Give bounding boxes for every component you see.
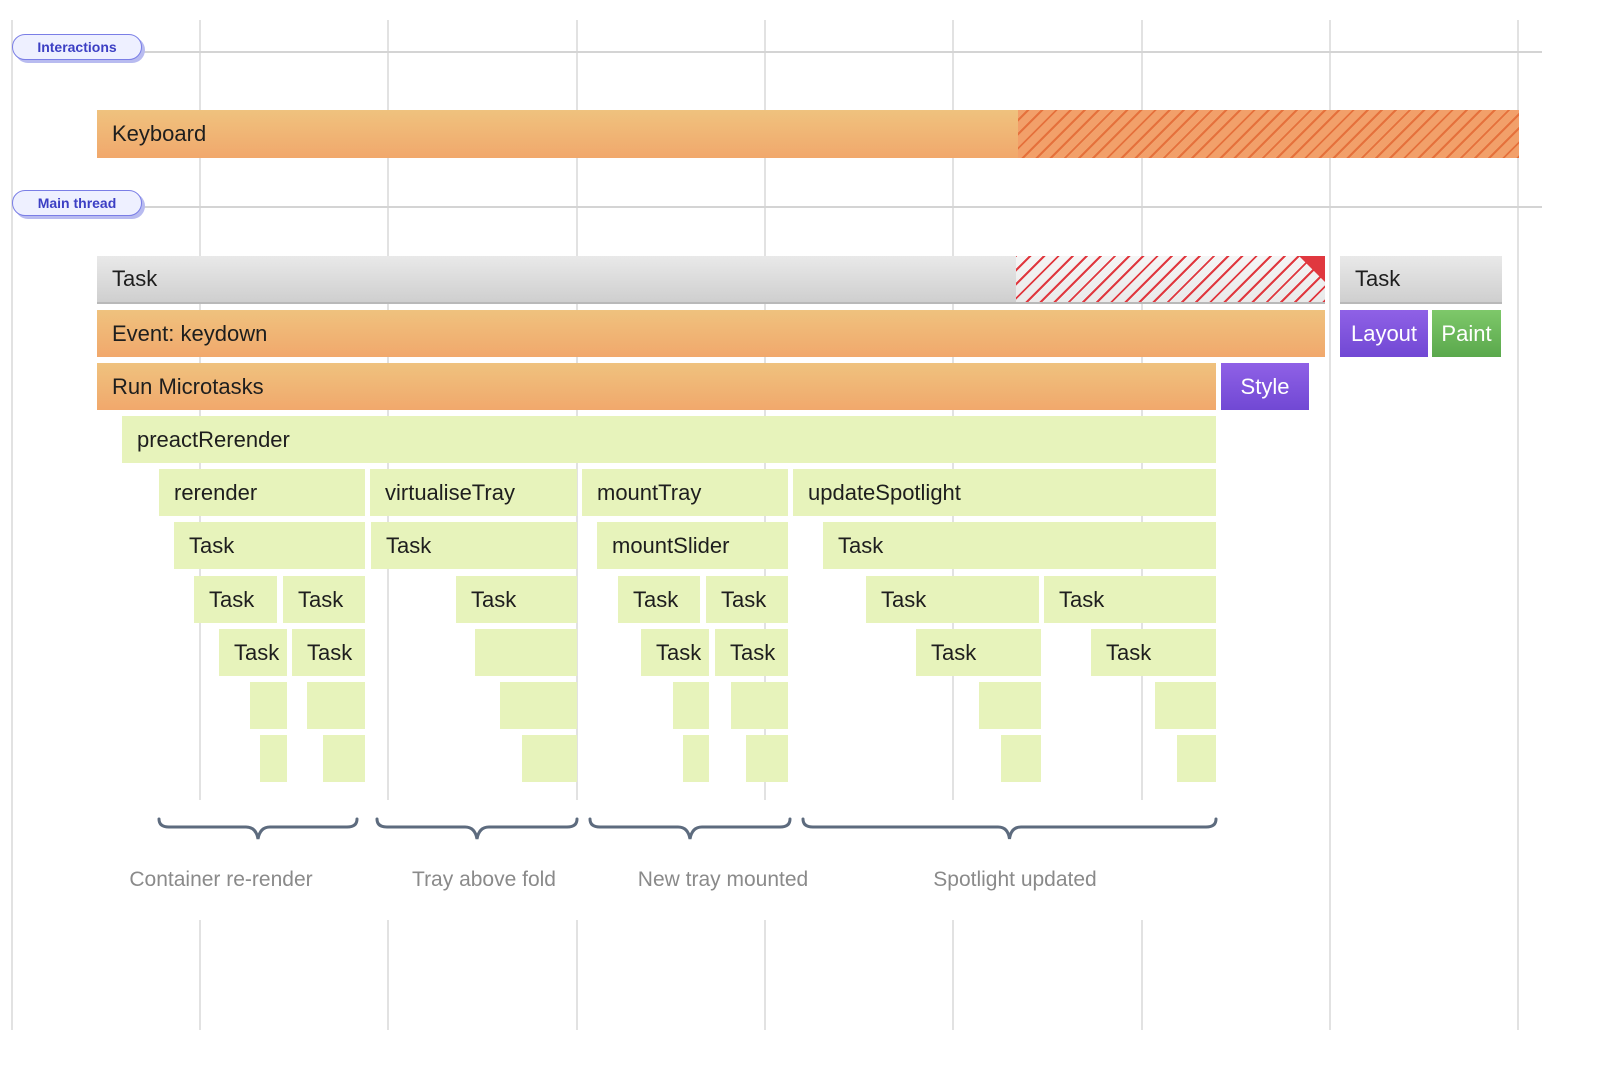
brace-tray-above-fold: [375, 817, 579, 840]
task-block[interactable]: Task: [292, 629, 365, 676]
task-label: Task: [656, 639, 702, 665]
event-keydown-block[interactable]: Event: keydown: [97, 310, 1325, 357]
flame-block[interactable]: [1155, 682, 1216, 729]
rerender-label: rerender: [174, 479, 258, 505]
caption-band: [90, 800, 1230, 920]
task-label: Task: [112, 266, 158, 291]
main-thread-track-text: Main thread: [37, 195, 117, 211]
task-block[interactable]: Task: [194, 576, 277, 623]
long-task-overrun: [1016, 256, 1325, 302]
task-block[interactable]: Task: [1044, 576, 1216, 623]
caption-container-rerender: Container re-render: [129, 868, 313, 891]
keyboard-interaction-delay: [1018, 110, 1519, 158]
task-label: Task: [234, 639, 280, 665]
mount-tray-label: mountTray: [597, 479, 702, 505]
caption-new-tray-mounted: New tray mounted: [637, 868, 809, 891]
virtualise-tray-block[interactable]: virtualiseTray: [370, 469, 577, 516]
layout-label: Layout: [1350, 320, 1418, 346]
flame-block[interactable]: [673, 682, 709, 729]
task-block[interactable]: Task: [715, 629, 788, 676]
task-block[interactable]: Task: [1091, 629, 1216, 676]
style-block[interactable]: Style: [1221, 363, 1309, 410]
run-microtasks-block[interactable]: Run Microtasks: [97, 363, 1216, 410]
task-block[interactable]: Task: [219, 629, 287, 676]
keyboard-label: Keyboard: [112, 121, 207, 146]
update-spotlight-label: updateSpotlight: [808, 479, 961, 505]
caption-spotlight-updated: Spotlight updated: [933, 868, 1097, 891]
task-label: Task: [1059, 586, 1105, 612]
mount-slider-label: mountSlider: [612, 532, 730, 558]
flame-block[interactable]: [731, 682, 788, 729]
flame-block[interactable]: [683, 735, 709, 782]
task-label: Task: [881, 586, 927, 612]
grid-line: [1329, 20, 1331, 1030]
task-block[interactable]: Task: [916, 629, 1041, 676]
task-block[interactable]: Task: [823, 522, 1216, 569]
task-block[interactable]: Task: [456, 576, 577, 623]
flame-block[interactable]: [522, 735, 577, 782]
grid-line: [11, 20, 13, 1030]
interactions-track-text: Interactions: [37, 39, 117, 55]
brace-new-tray-mounted: [588, 817, 792, 840]
preact-rerender-block[interactable]: preactRerender: [122, 416, 1216, 463]
update-spotlight-block[interactable]: updateSpotlight: [793, 469, 1216, 516]
interactions-track-label[interactable]: Interactions: [12, 34, 142, 60]
interactions-track-line: [140, 51, 1542, 53]
mount-tray-block[interactable]: mountTray: [582, 469, 788, 516]
mount-slider-block[interactable]: mountSlider: [597, 522, 788, 569]
rerender-block[interactable]: rerender: [159, 469, 365, 516]
flame-block[interactable]: [1177, 735, 1216, 782]
long-task-marker-icon: [1299, 256, 1325, 282]
keyboard-interaction[interactable]: Keyboard: [97, 110, 1019, 158]
task-block[interactable]: Task: [174, 522, 365, 569]
run-microtasks-label: Run Microtasks: [112, 373, 264, 399]
flame-block[interactable]: [323, 735, 365, 782]
flame-block[interactable]: [500, 682, 577, 729]
task-label: Task: [386, 532, 432, 558]
task-label: Task: [307, 639, 353, 665]
flame-block[interactable]: [475, 629, 577, 676]
flame-block[interactable]: [979, 682, 1041, 729]
main-thread-track-line: [140, 206, 1542, 208]
task-block[interactable]: Task: [618, 576, 700, 623]
task-label: Task: [1106, 639, 1152, 665]
task-label: Task: [298, 586, 344, 612]
task-block-rendering[interactable]: Task: [1340, 256, 1502, 304]
paint-label: Paint: [1441, 320, 1492, 346]
task-label: Task: [730, 639, 776, 665]
caption-tray-above-fold: Tray above fold: [412, 868, 556, 891]
virtualise-tray-label: virtualiseTray: [385, 479, 515, 505]
task-label: Task: [633, 586, 679, 612]
task-block[interactable]: Task: [371, 522, 577, 569]
task-block[interactable]: Task: [706, 576, 788, 623]
flame-block[interactable]: [746, 735, 788, 782]
task-label: Task: [838, 532, 884, 558]
task-label: Task: [209, 586, 255, 612]
event-keydown-label: Event: keydown: [112, 320, 268, 346]
task-label: Task: [931, 639, 977, 665]
task-label: Task: [471, 586, 517, 612]
task-label: Task: [189, 532, 235, 558]
brace-container-rerender: [157, 817, 359, 840]
flame-block[interactable]: [1001, 735, 1041, 782]
task-label: Task: [1355, 266, 1401, 291]
grid-line: [1517, 20, 1519, 1030]
flame-block[interactable]: [250, 682, 287, 729]
brace-spotlight-updated: [801, 817, 1218, 840]
task-block[interactable]: Task: [283, 576, 365, 623]
style-label: Style: [1240, 373, 1290, 399]
grid-line: [576, 20, 578, 1030]
task-block[interactable]: Task: [641, 629, 709, 676]
task-label: Task: [721, 586, 767, 612]
preact-rerender-label: preactRerender: [137, 426, 290, 452]
task-block[interactable]: Task: [866, 576, 1039, 623]
main-thread-track-label[interactable]: Main thread: [12, 190, 142, 216]
layout-block[interactable]: Layout: [1340, 310, 1428, 357]
paint-block[interactable]: Paint: [1432, 310, 1501, 357]
flame-block[interactable]: [260, 735, 287, 782]
flame-block[interactable]: [307, 682, 365, 729]
